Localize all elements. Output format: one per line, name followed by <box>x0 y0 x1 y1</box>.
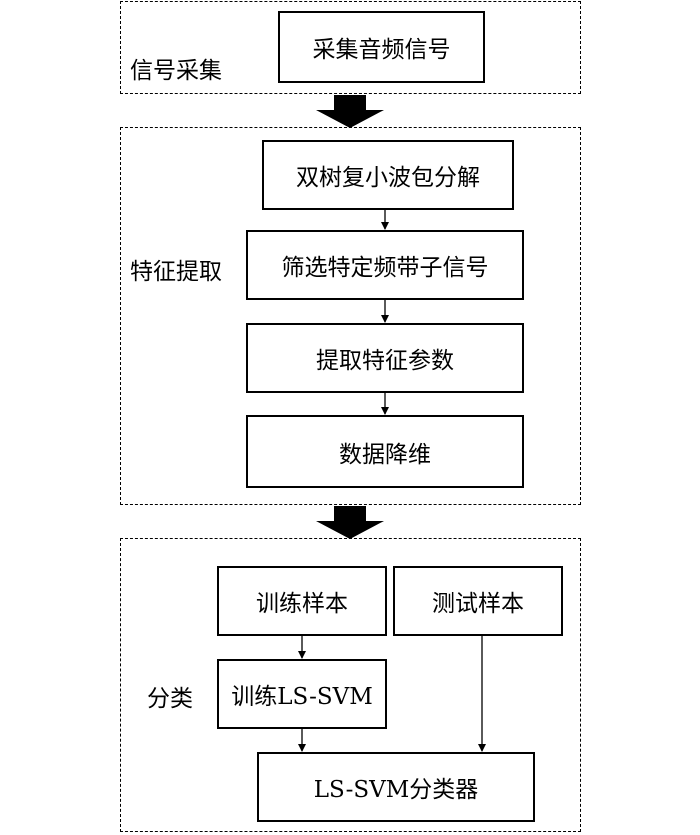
box-train-lssvm: 训练LS-SVM <box>217 659 387 729</box>
box-select-band: 筛选特定频带子信号 <box>246 230 524 300</box>
box-collect-audio: 采集音频信号 <box>278 11 485 83</box>
group-signal-acquisition <box>120 1 581 94</box>
box-test-samples: 测试样本 <box>393 566 563 636</box>
block-arrow-extraction-to-classification <box>316 506 384 539</box>
box-train-samples: 训练样本 <box>217 566 387 636</box>
group-label-feature-extraction: 特征提取 <box>130 259 222 285</box>
block-arrow-acquisition-to-extraction <box>316 95 384 128</box>
box-reduce-dim: 数据降维 <box>246 415 524 488</box>
box-extract-params: 提取特征参数 <box>246 323 524 393</box>
group-label-signal-acquisition: 信号采集 <box>130 58 222 84</box>
box-dtcwpt: 双树复小波包分解 <box>262 140 514 210</box>
box-lssvm-classifier: LS-SVM分类器 <box>257 752 535 822</box>
group-label-classification: 分类 <box>147 686 193 712</box>
